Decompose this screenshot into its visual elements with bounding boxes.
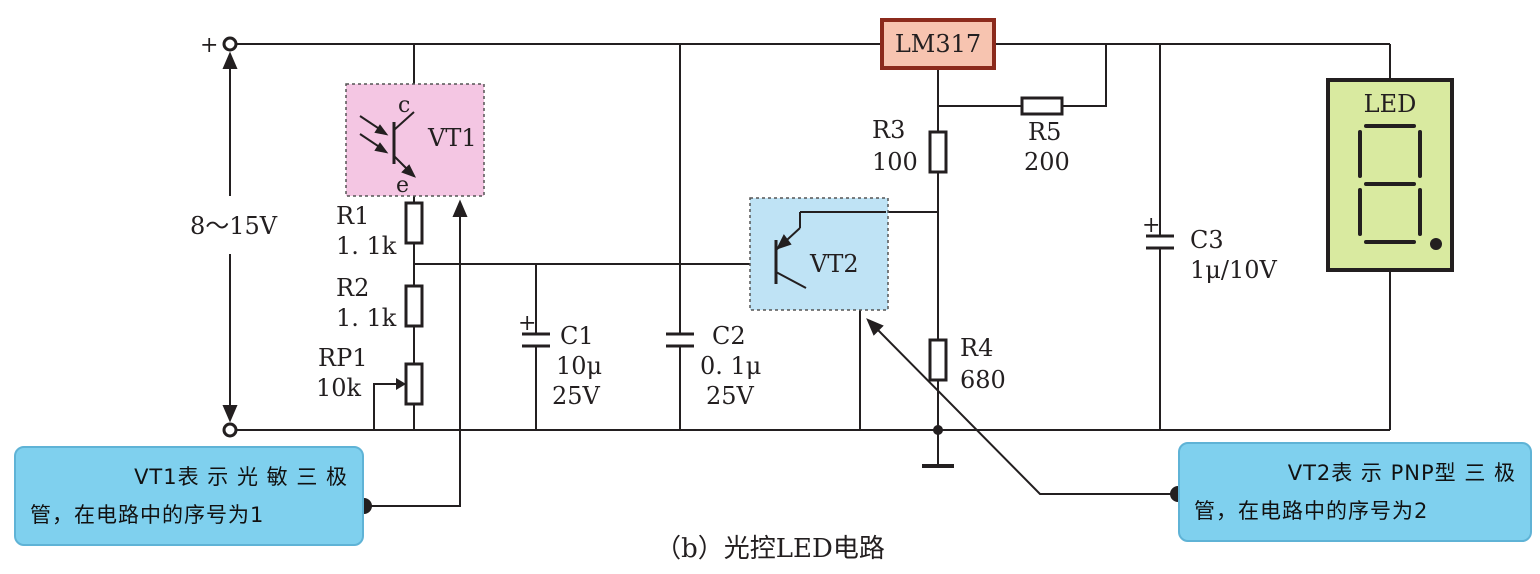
- c2-capacitor: [666, 332, 694, 348]
- r1-name: R1: [336, 202, 369, 230]
- c2-name: C2: [712, 322, 746, 350]
- vt1-callout-line1: VT1表 示 光 敏 三 极: [134, 465, 348, 489]
- rp1-wiper-arrow: [396, 378, 406, 390]
- voltage-arrow: [222, 51, 238, 423]
- vt2-callout-line1: VT2表 示 PNP型 三 极: [1287, 461, 1516, 485]
- lm317-label: LM317: [895, 30, 981, 58]
- led-decimal-point: [1430, 238, 1442, 250]
- vt2-leader: [866, 318, 1186, 502]
- rp1-wiper-wire: [373, 383, 404, 430]
- vt2-label: VT2: [809, 250, 859, 278]
- c3-name: C3: [1190, 226, 1224, 254]
- r2-value: 1. 1k: [336, 304, 397, 332]
- voltage-label: 8～15V: [190, 212, 278, 240]
- c1-name: C1: [560, 322, 594, 350]
- r2-name: R2: [336, 274, 369, 302]
- r4-resistor: [928, 338, 948, 382]
- c3-capacitor: [1146, 234, 1174, 250]
- lm317-regulator: [880, 18, 996, 70]
- seven-segment-icon: [1358, 124, 1422, 244]
- r5-value: 200: [1024, 148, 1070, 176]
- vt1-e-label: e: [396, 173, 409, 198]
- vt1-symbol: [359, 111, 417, 178]
- led-label: LED: [1364, 90, 1417, 118]
- c3-plus: +: [1142, 213, 1160, 238]
- r1-value: 1. 1k: [336, 232, 397, 260]
- plus-label: +: [200, 33, 218, 58]
- vt1-callout-line2: 管，在电路中的序号为1: [30, 503, 265, 527]
- r3-value: 100: [872, 148, 918, 176]
- vt2-symbol: [774, 211, 886, 289]
- r3-resistor: [928, 130, 948, 174]
- rp1-value: 10k: [316, 374, 362, 402]
- r4-name: R4: [960, 334, 993, 362]
- led-display: [1326, 78, 1454, 272]
- r5-resistor: [1020, 96, 1064, 116]
- c1-voltage: 25V: [552, 382, 601, 410]
- vt1-c-label: c: [398, 93, 410, 118]
- c1-value: 10μ: [556, 352, 602, 380]
- vt2-callout-line2: 管，在电路中的序号为2: [1194, 499, 1429, 523]
- positive-terminal: [222, 36, 238, 52]
- negative-terminal: [222, 422, 238, 438]
- r1-resistor: [404, 201, 424, 245]
- rp1-name: RP1: [318, 344, 368, 372]
- r5-right-wire: [1062, 44, 1107, 107]
- c1-plus: +: [518, 311, 536, 336]
- vt2-box: [749, 197, 889, 311]
- vt1-callout: VT1表 示 光 敏 三 极 管，在电路中的序号为1: [14, 446, 364, 546]
- r2-resistor: [404, 284, 424, 328]
- c2-value: 0. 1μ: [700, 352, 761, 380]
- r3-name: R3: [872, 116, 905, 144]
- c3-value: 1μ/10V: [1190, 256, 1277, 284]
- c1-capacitor: [522, 332, 550, 348]
- c2-voltage: 25V: [706, 382, 755, 410]
- ground-junction: [933, 425, 943, 435]
- r5-name: R5: [1028, 118, 1061, 146]
- vt2-callout: VT2表 示 PNP型 三 极 管，在电路中的序号为2: [1178, 442, 1532, 542]
- rp1-potentiometer: [404, 362, 424, 406]
- r4-value: 680: [960, 366, 1006, 394]
- vt1-label: VT1: [427, 124, 477, 152]
- diagram-caption: （b）光控LED电路: [655, 534, 885, 564]
- wires: [236, 43, 1391, 468]
